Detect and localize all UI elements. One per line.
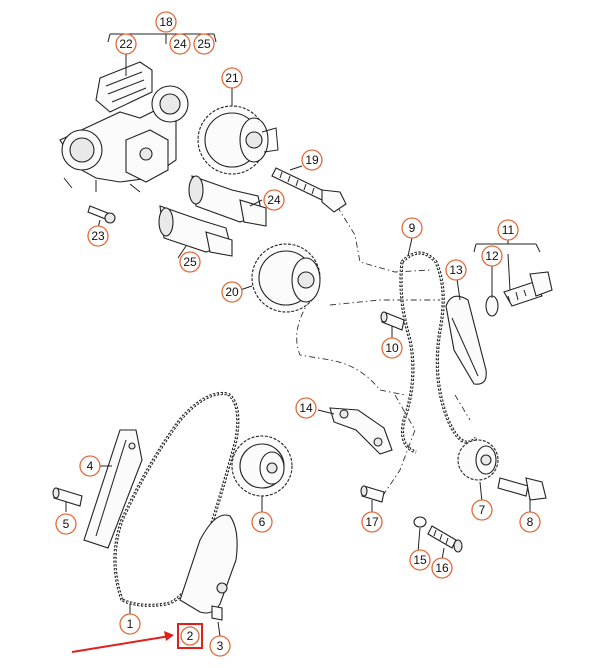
- svg-text:21: 21: [225, 71, 239, 85]
- bolt-8: [497, 477, 547, 501]
- camshaft-adjuster-upper: [197, 105, 279, 175]
- callout-8: 8: [519, 511, 541, 533]
- camshaft-housing-assembly: [59, 61, 189, 193]
- pin-17: [360, 485, 385, 503]
- chain-guide-4: [83, 429, 143, 549]
- callout-22: 22: [115, 33, 137, 55]
- svg-text:24: 24: [173, 37, 187, 51]
- bolt-16: [427, 525, 463, 553]
- bolt-upper-adjuster: [271, 167, 347, 213]
- svg-text:16: 16: [435, 561, 449, 575]
- svg-text:25: 25: [197, 37, 211, 51]
- callout-23: 23: [87, 225, 109, 247]
- callout-25: 25: [179, 251, 201, 273]
- callout-6: 6: [251, 511, 273, 533]
- svg-text:5: 5: [63, 517, 70, 531]
- callout-7: 7: [471, 499, 493, 521]
- leader-lines: [65, 33, 541, 637]
- tensioner-rail-13: [445, 295, 487, 385]
- callout-5: 5: [55, 513, 77, 535]
- svg-text:22: 22: [119, 37, 133, 51]
- svg-text:17: 17: [365, 515, 379, 529]
- sprocket-7: [457, 439, 499, 481]
- callout-4: 4: [79, 455, 101, 477]
- callout-9: 9: [401, 217, 423, 239]
- svg-text:8: 8: [527, 515, 534, 529]
- callout-3: 3: [209, 635, 231, 657]
- svg-text:15: 15: [413, 553, 427, 567]
- svg-text:11: 11: [502, 223, 515, 237]
- svg-text:20: 20: [225, 285, 239, 299]
- svg-text:25: 25: [183, 255, 197, 269]
- callout-1: 1: [119, 613, 141, 635]
- engine-block-outline: [296, 194, 471, 501]
- solenoid-valve-lower: [158, 205, 233, 257]
- svg-text:6: 6: [259, 515, 266, 529]
- pin-5: [52, 487, 83, 507]
- svg-text:4: 4: [87, 459, 94, 473]
- timing-chain-upper: [399, 251, 478, 454]
- callout-15: 15: [409, 549, 431, 571]
- callout-24-top: 24: [169, 33, 191, 55]
- bolt-small-23: [87, 205, 116, 224]
- guide-pin-10: [380, 311, 405, 331]
- sprocket-6: [231, 435, 293, 497]
- guide-rail-14: [329, 407, 393, 455]
- chain-tensioner-11: [485, 271, 553, 317]
- bolt-3: [211, 605, 223, 621]
- svg-text:10: 10: [385, 341, 399, 355]
- svg-text:9: 9: [409, 221, 416, 235]
- svg-text:23: 23: [91, 229, 105, 243]
- svg-text:14: 14: [299, 401, 313, 415]
- svg-text:13: 13: [449, 263, 463, 277]
- callout-10: 10: [381, 337, 403, 359]
- callout-16: 16: [431, 557, 453, 579]
- solenoid-valve-upper: [188, 175, 267, 227]
- callout-13: 13: [445, 259, 467, 281]
- callout-12: 12: [481, 245, 503, 267]
- callout-17: 17: [361, 511, 383, 533]
- callout-11: 11: [497, 219, 519, 241]
- svg-text:12: 12: [485, 249, 499, 263]
- timing-chain-lower: [113, 391, 240, 607]
- highlight-arrow: [71, 631, 174, 653]
- washer-15: [413, 516, 427, 528]
- svg-text:7: 7: [479, 503, 486, 517]
- tensioner-rail-2: [179, 514, 238, 614]
- svg-text:3: 3: [217, 639, 224, 653]
- callout-18: 18: [155, 11, 177, 33]
- svg-text:19: 19: [305, 153, 319, 167]
- svg-text:18: 18: [159, 15, 173, 29]
- callout-21: 21: [221, 67, 243, 89]
- svg-text:2: 2: [187, 629, 194, 643]
- callout-20: 20: [221, 281, 243, 303]
- callout-19: 19: [301, 149, 323, 171]
- callout-24: 24: [263, 189, 285, 211]
- svg-text:1: 1: [127, 617, 134, 631]
- callout-14: 14: [295, 397, 317, 419]
- svg-text:24: 24: [267, 193, 281, 207]
- callout-25-top: 25: [193, 33, 215, 55]
- callout-2-highlighted: 2: [177, 623, 203, 649]
- camshaft-adjuster-lower: [251, 243, 321, 313]
